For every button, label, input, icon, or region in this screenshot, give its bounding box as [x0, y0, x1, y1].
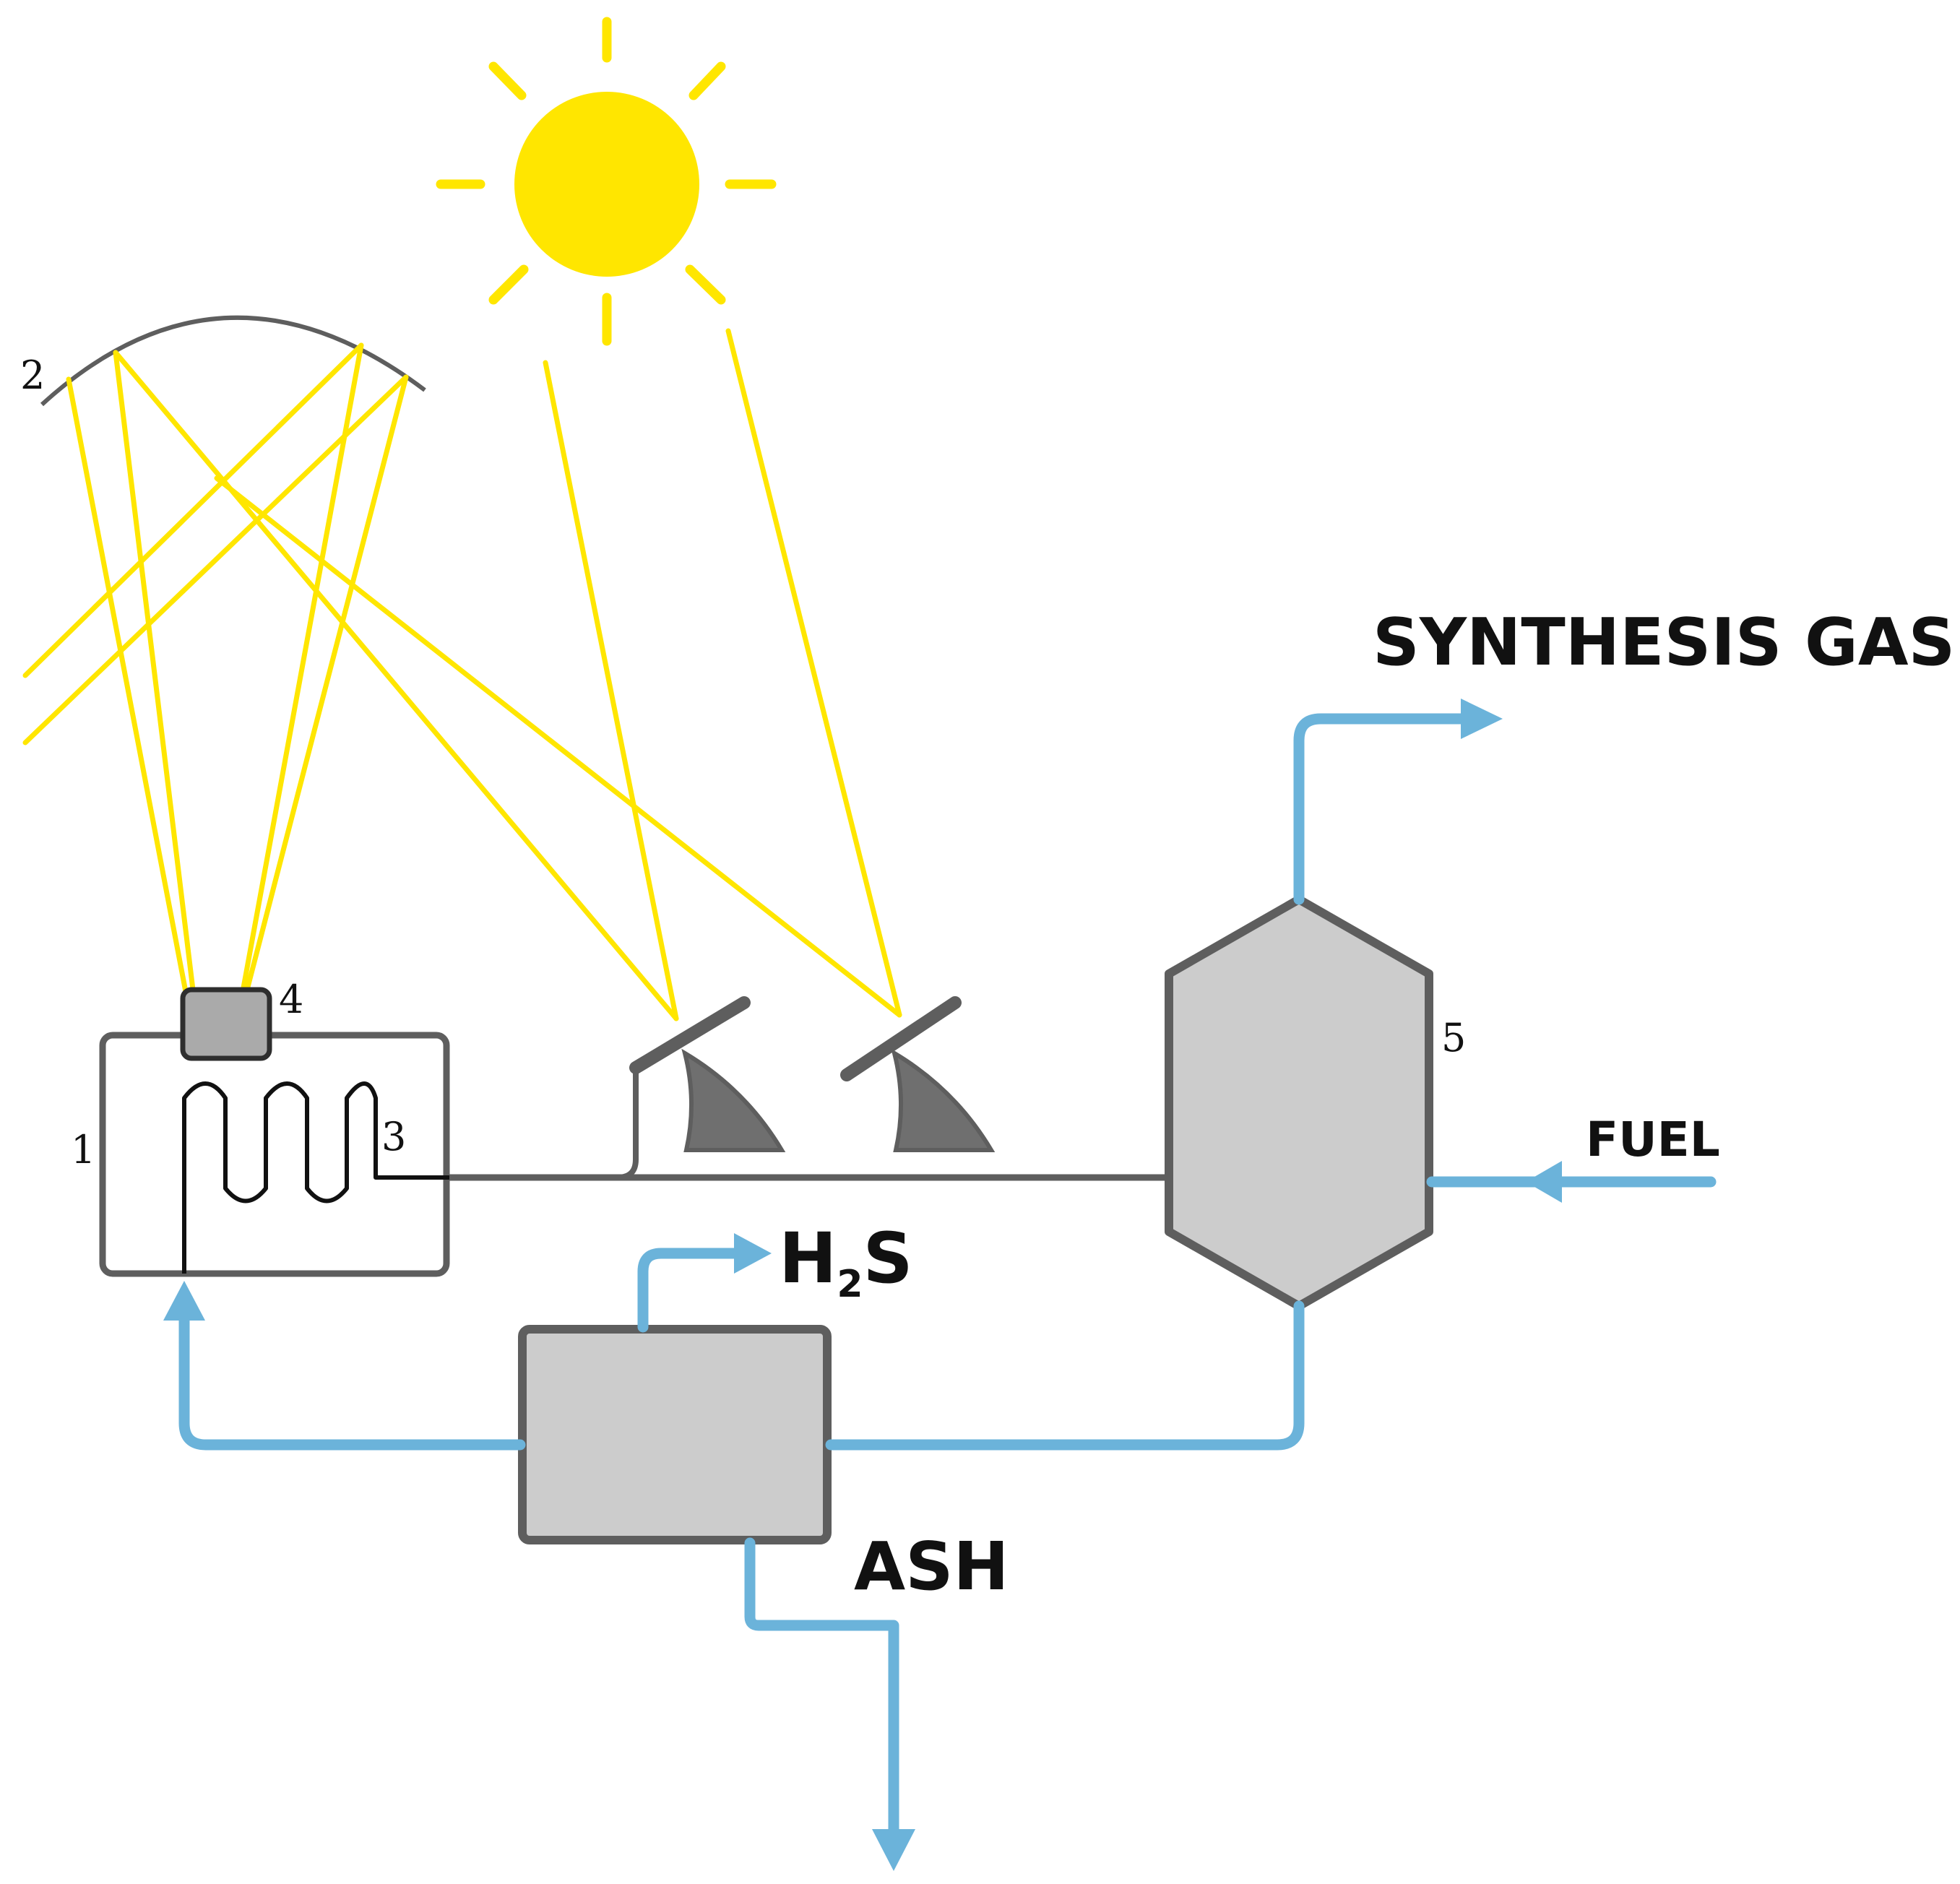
- solar-window: [180, 987, 272, 1061]
- receiver-inlet-arrow: [163, 1281, 205, 1321]
- heliostat-2: [840, 996, 996, 1152]
- fuel-label: FUEL: [1586, 1112, 1720, 1167]
- separator: [518, 1325, 832, 1544]
- pipes: [163, 699, 1717, 1871]
- incident-ray: [543, 360, 679, 1021]
- ash-arrow: [872, 1829, 915, 1871]
- reflected-ray: [113, 350, 679, 1021]
- label-5: 5: [1441, 1015, 1466, 1060]
- sun-ray: [488, 264, 529, 305]
- focused-ray: [113, 350, 197, 998]
- label-2: 2: [20, 353, 45, 398]
- sun-ray: [688, 61, 726, 100]
- label-3: 3: [381, 1114, 406, 1159]
- sun: [436, 17, 777, 346]
- heliostat-base: [891, 1048, 996, 1152]
- reactor-coil: [182, 1081, 464, 1274]
- ash-label: ASH: [854, 1528, 1009, 1605]
- gasifier-to-separator-pipe: [825, 1300, 1305, 1451]
- focused-ray: [66, 376, 189, 998]
- receiver-enclosure: [99, 1032, 450, 1277]
- reflected-ray: [214, 475, 902, 1018]
- fuel-arrow: [1526, 1161, 1562, 1203]
- h2s-label-h: H: [779, 1218, 837, 1299]
- focused-ray: [243, 374, 409, 998]
- ash-pipe: [744, 1537, 899, 1837]
- h2s-label-s: S: [863, 1218, 913, 1299]
- h2s-pipe: [637, 1248, 744, 1333]
- h2s-label-subscript: 2: [837, 1263, 863, 1306]
- sun-ray: [685, 264, 726, 305]
- heliostat-1: [615, 996, 786, 1180]
- heliostat-stand: [615, 1065, 639, 1180]
- synthesis-gas-arrow: [1461, 699, 1503, 739]
- heliostat-mirror: [840, 996, 962, 1081]
- light-rays: [22, 328, 902, 1021]
- gasifier: [1165, 895, 1433, 1310]
- sun-ray: [488, 61, 527, 100]
- label-1: 1: [71, 1127, 95, 1172]
- scattered-ray: [22, 374, 409, 746]
- h2s-label: H2S: [779, 1218, 913, 1306]
- scattered-ray: [22, 342, 364, 678]
- concave-mirror: [40, 315, 426, 407]
- focused-ray: [239, 342, 364, 998]
- h2s-arrow: [734, 1233, 772, 1274]
- synthesis-gas-pipe: [1293, 713, 1478, 905]
- synthesis-gas-label: SYNTHESIS GAS: [1373, 605, 1955, 680]
- heliostat-base: [681, 1048, 786, 1152]
- separator-to-receiver-pipe: [178, 1310, 526, 1451]
- heliostat-mirror: [629, 996, 751, 1074]
- incident-ray: [725, 328, 902, 1018]
- label-4: 4: [279, 977, 303, 1022]
- sun-disc: [514, 92, 699, 277]
